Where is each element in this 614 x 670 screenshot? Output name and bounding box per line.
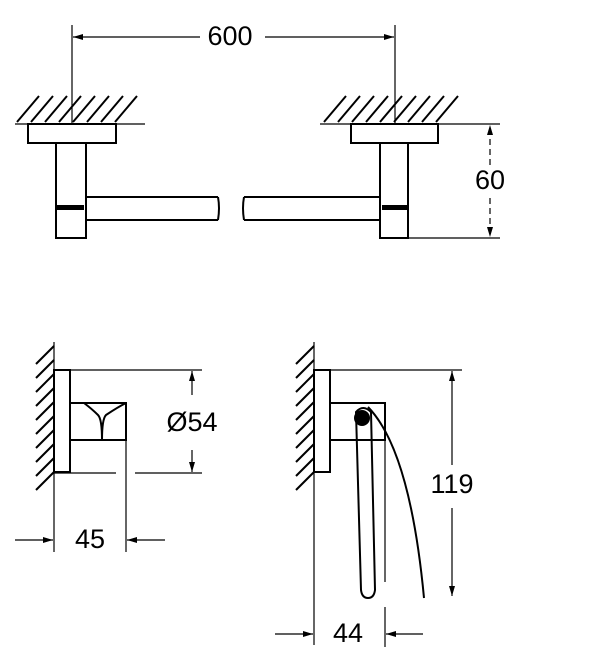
hatch-line [295,443,315,463]
holder-arm [354,407,377,600]
hatch-line [16,95,40,123]
dimension-45: 45 [75,524,105,554]
hook-plate [53,369,71,473]
hatch-line [35,471,55,491]
left-mount-plate [27,123,117,144]
paper-holder-view: 119 44 [275,342,474,648]
hatch-line [295,359,315,379]
hatch-line [35,373,55,393]
dimension-diameter-54: Ø54 [166,407,217,437]
right-post-ring [382,205,408,210]
rail-bar-left [86,196,220,221]
holder-plate [313,369,331,473]
holder-cover-arc [367,406,425,599]
hatch-line [35,429,55,449]
hatch-line [393,95,417,123]
hook-body [70,402,127,441]
dimension-60: 60 [475,165,505,195]
hatch-line [58,95,82,123]
hatch-line [35,457,55,477]
hatch-line [295,345,315,365]
hatch-line [295,471,315,491]
hatch-line [295,401,315,421]
hatch-line [35,443,55,463]
right-post [379,142,409,239]
hatch-line [323,95,347,123]
right-mount-plate [350,123,439,144]
hatch-line [35,387,55,407]
hatch-line [351,95,375,123]
hatch-line [295,387,315,407]
hatch-line [35,401,55,421]
towel-rail-view: 600 60 [15,21,505,239]
hatch-line [100,95,124,123]
left-post [55,142,87,239]
hatch-line [435,95,459,123]
hatch-line [35,359,55,379]
dimension-119: 119 [430,469,473,499]
hatch-line [379,95,403,123]
hatch-line [295,373,315,393]
wall-hatch-left [15,95,145,125]
left-post-ring [56,205,84,210]
hatch-line [72,95,96,123]
hatch-line [295,429,315,449]
hatch-line [421,95,445,123]
hatch-line [337,95,361,123]
hatch-line [295,457,315,477]
arm-pivot [354,410,370,426]
hatch-line [295,415,315,435]
hatch-line [44,95,68,123]
dimension-44: 44 [333,618,363,648]
hatch-line [30,95,54,123]
hatch-line [86,95,110,123]
hatch-line [407,95,431,123]
hatch-line [365,95,389,123]
hook-view: Ø54 45 [15,342,218,554]
wall-hatch [35,345,55,491]
hatch-line [35,415,55,435]
hatch-line [114,95,138,123]
wall-hatch-right [320,95,500,125]
hatch-line [35,345,55,365]
wall-hatch [295,345,315,491]
dimension-600: 600 [207,21,252,51]
rail-bar-right [242,196,380,221]
